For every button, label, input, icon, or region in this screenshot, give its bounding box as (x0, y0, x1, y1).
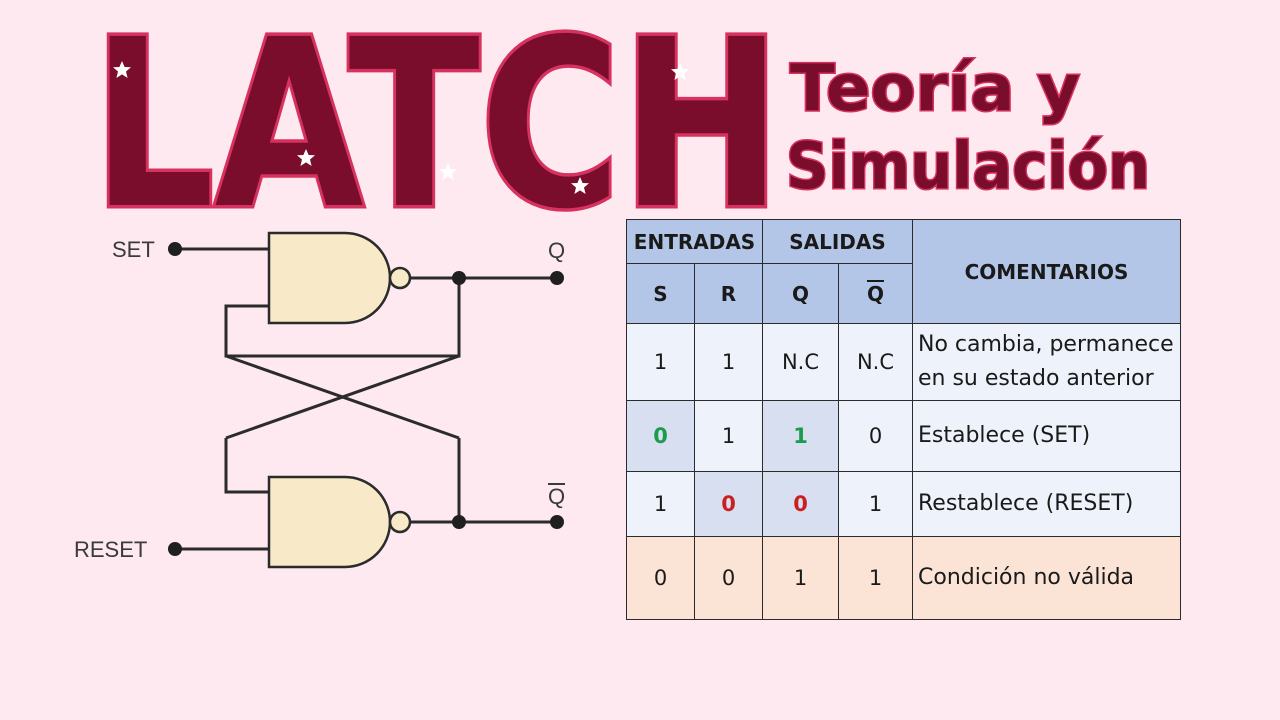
cell-r: 0 (694, 536, 763, 620)
cell-qbar: 1 (838, 536, 913, 620)
subtitle-line1: Teoría y (790, 52, 1080, 126)
cell-qbar: 1 (838, 471, 913, 537)
title-banner: LATCH Teoría y Simulación (89, 0, 1152, 215)
qbar-junction (452, 515, 466, 529)
table-row: 1 1 N.C N.C No cambia, permanece en su e… (626, 323, 1181, 401)
qbar-terminal (550, 515, 564, 529)
set-label: SET (112, 237, 155, 262)
sr-latch-circuit: SET RESET Q Q (74, 231, 565, 569)
nand-gate-bottom (267, 475, 392, 569)
cell-qbar: 0 (838, 400, 913, 472)
table-row: 0 1 1 0 Establece (SET) (626, 400, 1181, 472)
subtitle-line2: Simulación (786, 130, 1150, 204)
cell-s: 1 (626, 471, 695, 537)
cell-r: 0 (694, 471, 763, 537)
latch-title: LATCH (92, 0, 782, 215)
inverter-bubble-bottom (388, 510, 412, 534)
q-terminal (550, 271, 564, 285)
comment-line2: en su estado anterior (918, 366, 1154, 391)
cell-comment: Condición no válida (912, 536, 1181, 620)
comment-line1: No cambia, permanece (918, 332, 1174, 357)
q-label: Q (548, 238, 565, 263)
truth-table: ENTRADAS SALIDAS COMENTARIOS S R Q Q 1 1… (626, 219, 1181, 620)
cell-comment: Restablece (RESET) (912, 471, 1181, 537)
header-qbar: Q (838, 263, 913, 324)
header-inputs: ENTRADAS (626, 219, 763, 264)
header-q: Q (762, 263, 839, 324)
header-s: S (626, 263, 695, 324)
cell-comment: Establece (SET) (912, 400, 1181, 472)
cell-s: 1 (626, 323, 695, 401)
q-junction (452, 271, 466, 285)
cell-r: 1 (694, 323, 763, 401)
header-outputs: SALIDAS (762, 219, 913, 264)
qbar-label: Q (548, 484, 565, 509)
header-comments: COMENTARIOS (912, 219, 1181, 324)
header-r: R (694, 263, 763, 324)
nand-gate-top (267, 231, 392, 325)
table-row: 1 0 0 1 Restablece (RESET) (626, 471, 1181, 537)
reset-label: RESET (74, 537, 147, 562)
cell-s: 0 (626, 400, 695, 472)
table-row: 0 0 1 1 Condición no válida (626, 536, 1181, 620)
cell-comment: No cambia, permanece en su estado anteri… (912, 323, 1181, 401)
cell-q: 1 (762, 400, 839, 472)
reset-terminal (168, 542, 182, 556)
cell-s: 0 (626, 536, 695, 620)
cell-q: N.C (762, 323, 839, 401)
cell-r: 1 (694, 400, 763, 472)
inverter-bubble-top (388, 266, 412, 290)
cell-q: 0 (762, 471, 839, 537)
cell-qbar: N.C (838, 323, 913, 401)
set-terminal (168, 242, 182, 256)
cell-q: 1 (762, 536, 839, 620)
header-qbar-text: Q (866, 281, 884, 306)
